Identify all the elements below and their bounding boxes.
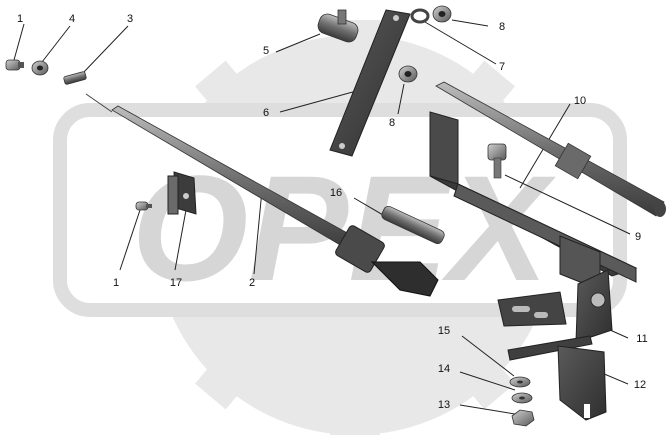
callout-17: 17	[170, 277, 182, 289]
part-8-nut-top	[432, 5, 452, 23]
part-11-lever	[507, 335, 593, 361]
part-6-arm	[329, 9, 411, 157]
callout-16: 16	[330, 187, 342, 199]
callout-8-mid: 8	[389, 117, 395, 129]
part-9-bolt	[487, 143, 507, 179]
callout-15: 15	[438, 325, 450, 337]
leader-lines	[13, 19, 631, 415]
callout-1-top: 1	[17, 13, 23, 25]
bracket-assembly	[429, 111, 638, 343]
callout-1-lower: 1	[113, 277, 119, 289]
part-12-plate	[557, 345, 607, 421]
callout-14: 14	[438, 363, 450, 375]
callout-11: 11	[636, 333, 647, 345]
part-8-nut-mid	[398, 65, 418, 83]
callout-12: 12	[634, 379, 646, 391]
part-17-clip	[167, 171, 197, 215]
callout-8-top: 8	[499, 21, 505, 33]
part-5-pin	[317, 9, 359, 43]
part-4-nut	[31, 60, 49, 76]
callout-4: 4	[69, 13, 75, 25]
callout-labels: 1 4 3 5 6 8 7 8 10 9 16 1 17 2 11 15 14 …	[17, 13, 648, 411]
callout-5: 5	[263, 45, 269, 57]
part-2-cable	[85, 93, 439, 297]
callout-13: 13	[438, 399, 450, 411]
callout-2: 2	[249, 277, 255, 289]
part-14-washer	[511, 392, 533, 404]
watermark-text: OPEX	[132, 144, 557, 312]
part-13-nut	[511, 409, 535, 427]
part-10-shaft	[435, 81, 666, 217]
callout-9: 9	[635, 231, 641, 243]
callout-6: 6	[263, 107, 269, 119]
part-3-bolt	[63, 71, 87, 85]
part-1-screw-lower	[135, 201, 152, 211]
callout-3: 3	[127, 13, 133, 25]
part-16-stud	[381, 205, 445, 245]
part-7-washer	[410, 8, 430, 24]
part-15-washer	[509, 376, 531, 388]
part-1-screw	[5, 59, 24, 71]
callout-7: 7	[499, 61, 505, 73]
callout-10: 10	[574, 95, 586, 107]
